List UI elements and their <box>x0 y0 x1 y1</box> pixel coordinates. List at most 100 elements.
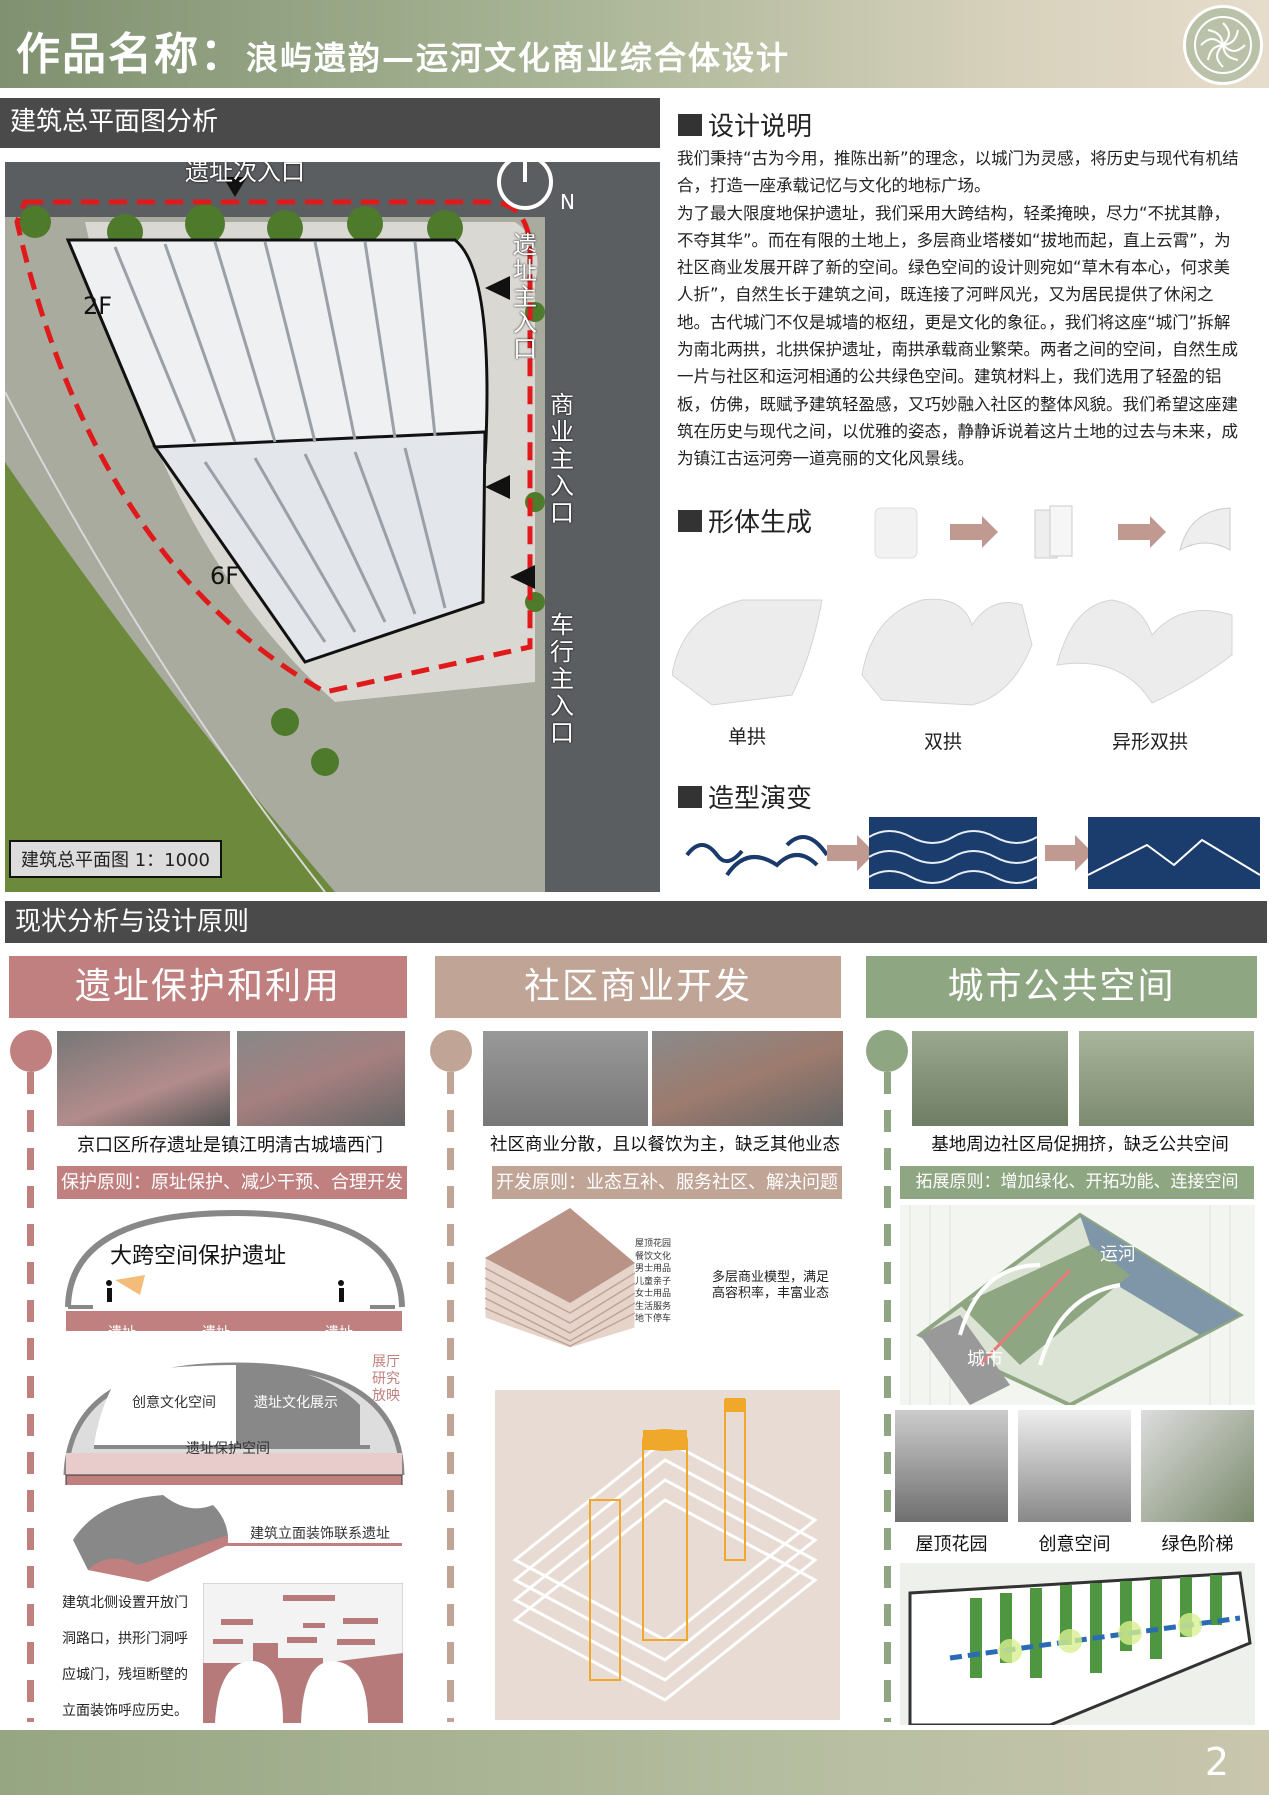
site-plan-image: 遗址次入口 N 遗址主入口 商业主入口 车行主入口 2F 6F 建筑总平面图 1… <box>5 162 660 892</box>
footer-band <box>0 1730 1269 1795</box>
scale-label: 建筑总平面图 1：1000 <box>9 840 222 878</box>
commerce-tower-diagram <box>495 1390 840 1720</box>
text-line: 立面装饰呼应历史。 <box>62 1703 188 1719</box>
function-item: 放映 <box>372 1388 400 1404</box>
layer-labels: 屋顶花园 餐饮文化 男士用品 儿童亲子 女士用品 生活服务 地下停车 <box>635 1238 671 1326</box>
layer-label: 儿童亲子 <box>635 1276 672 1287</box>
evolution-heading: 造型演变 <box>678 778 812 815</box>
design-description: 我们秉持“古为今用，推陈出新”的理念，以城门为灵感，将历史与现代有机结合，打造一… <box>677 145 1242 473</box>
form-generation-steps <box>874 505 1231 559</box>
arrow-icon <box>827 835 875 871</box>
arrow-icon <box>1045 835 1093 871</box>
layer-label: 女士用品 <box>635 1289 672 1299</box>
photo-caption: 屋顶花园 <box>915 1534 988 1555</box>
single-arch-label: 单拱 <box>728 726 767 748</box>
arch-variants <box>672 598 1233 706</box>
layer-label: 地下停车 <box>635 1314 672 1324</box>
column-heritage-title: 遗址保护和利用 <box>9 956 407 1018</box>
layer-label: 餐饮文化 <box>635 1251 672 1262</box>
layered-model <box>485 1208 636 1348</box>
green-stairs-photo <box>1141 1410 1254 1522</box>
heritage-principle: 保护原则：原址保护、减少干预、合理开发 <box>57 1166 407 1199</box>
arrow-icon <box>1118 516 1166 548</box>
double-arch-label: 双拱 <box>924 731 963 753</box>
city-label: 城市 <box>967 1349 1003 1370</box>
canal-label: 运河 <box>1100 1244 1136 1265</box>
column-marker <box>866 1030 908 1072</box>
commerce-caption: 社区商业分散，且以餐饮为主，缺乏其他业态 <box>490 1135 840 1155</box>
layer-label: 屋顶花园 <box>635 1239 672 1249</box>
column-divider <box>447 1072 454 1722</box>
site-photo <box>912 1031 1068 1126</box>
column-divider <box>884 1072 891 1722</box>
heritage-caption: 京口区所存遗址是镇江明清古城墙西门 <box>77 1135 383 1156</box>
site-photo <box>237 1031 405 1126</box>
text-line: 多层商业模型，满足 <box>712 1270 830 1285</box>
heritage-main-entrance-label: 遗址主入口 <box>513 231 537 363</box>
public-space-caption: 基地周边社区局促拥挤，缺乏公共空间 <box>931 1135 1229 1155</box>
header-band: 作品名称：浪屿遗韵—运河文化商业综合体设计 <box>0 0 1269 88</box>
green-corridor-plan <box>900 1563 1255 1725</box>
large-span-title: 大跨空间保护遗址 <box>110 1244 287 1269</box>
site-photo <box>652 1031 843 1126</box>
heritage-display-label: 遗址文化展示 <box>254 1395 338 1411</box>
heritage-section-diagrams <box>63 1209 405 1485</box>
heading-square-icon <box>678 113 702 136</box>
column-public-space-title: 城市公共空间 <box>866 956 1257 1018</box>
form-heading: 形体生成 <box>678 502 812 539</box>
function-item: 展厅 <box>372 1354 400 1370</box>
site-label: 遗址 <box>108 1325 136 1341</box>
heading-square-icon <box>678 785 702 808</box>
design-paragraph: 为了最大限度地保护遗址，我们采用大跨结构，轻柔掩映，尽力“不扰其静，不夺其华”。… <box>677 203 1238 469</box>
public-space-principle: 拓展原则：增加绿化、开拓功能、连接空间 <box>900 1166 1254 1199</box>
column-marker <box>10 1030 52 1072</box>
evolution-wave-images <box>685 817 1261 889</box>
heritage-protection-label: 遗址保护空间 <box>186 1441 270 1457</box>
text-line: 高容积率，丰富业态 <box>712 1286 830 1301</box>
text-line: 应城门，残垣断壁的 <box>62 1667 188 1683</box>
design-heading: 设计说明 <box>678 106 812 143</box>
photo-caption: 绿色阶梯 <box>1161 1534 1234 1555</box>
layer-label: 男士用品 <box>635 1264 672 1274</box>
creative-space-photo <box>1018 1410 1131 1522</box>
irregular-double-arch-label: 异形双拱 <box>1112 731 1189 753</box>
site-plan-section-header: 建筑总平面图分析 <box>0 98 660 148</box>
vehicle-main-entrance-label: 车行主入口 <box>550 611 574 747</box>
creative-space-label: 创意文化空间 <box>132 1395 216 1411</box>
logo-emblem <box>1183 5 1263 85</box>
site-photo <box>1079 1031 1254 1126</box>
design-paragraph: 我们秉持“古为今用，推陈出新”的理念，以城门为灵感，将历史与现代有机结合，打造一… <box>677 149 1239 196</box>
function-item: 研究 <box>372 1371 400 1387</box>
roof-garden-photo <box>895 1410 1008 1522</box>
north-label: N <box>560 190 575 214</box>
facade-description: 建筑北侧设置开放门 洞路口，拱形门洞呼 应城门，残垣断壁的 立面装饰呼应历史。 <box>62 1585 188 1729</box>
photo-caption: 创意空间 <box>1038 1534 1111 1555</box>
layer-label: 生活服务 <box>635 1301 672 1312</box>
facade-label: 建筑立面装饰联系遗址 <box>250 1526 390 1542</box>
floor-6f-label: 6F <box>210 562 240 590</box>
heading-square-icon <box>678 509 702 532</box>
page-number: 2 <box>1204 1740 1229 1784</box>
arrow-icon <box>950 516 998 548</box>
secondary-entrance-label: 遗址次入口 <box>185 162 305 186</box>
text-line: 建筑北侧设置开放门 <box>62 1595 188 1611</box>
roof-model <box>73 1495 228 1582</box>
facade-arch-illustration <box>203 1583 403 1723</box>
site-label: 遗址 <box>325 1325 353 1341</box>
commerce-principle: 开发原则：业态互补、服务社区、解决问题 <box>492 1166 842 1199</box>
site-label: 遗址 <box>202 1325 230 1341</box>
site-photo <box>483 1031 648 1126</box>
public-space-diagram <box>900 1205 1255 1405</box>
page-title: 作品名称：浪屿遗韵—运河文化商业综合体设计 <box>16 29 791 80</box>
site-photo <box>57 1031 230 1126</box>
floor-2f-label: 2F <box>83 292 113 320</box>
leader-line <box>222 1543 402 1546</box>
column-divider <box>27 1072 34 1722</box>
model-note: 多层商业模型，满足 高容积率，丰富业态 <box>712 1270 829 1302</box>
analysis-section-header: 现状分析与设计原则 <box>5 901 1267 943</box>
function-list: 展厅 研究 放映 <box>372 1354 400 1405</box>
column-marker <box>430 1030 472 1072</box>
text-line: 洞路口，拱形门洞呼 <box>62 1631 188 1647</box>
commerce-main-entrance-label: 商业主入口 <box>550 391 574 527</box>
column-commerce-title: 社区商业开发 <box>435 956 841 1018</box>
